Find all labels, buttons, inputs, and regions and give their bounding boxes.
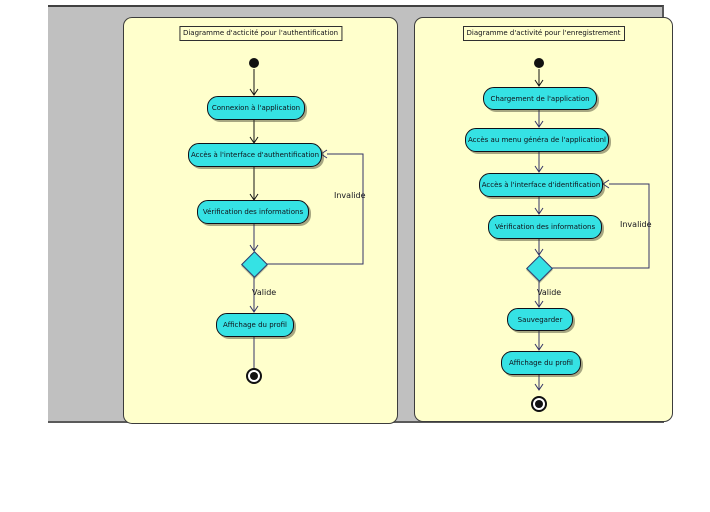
activity-box-verification[interactable]: Vérification des informations bbox=[488, 215, 602, 239]
arrowhead-down-icon bbox=[249, 305, 259, 313]
activity-box-affichage-profil[interactable]: Affichage du profil bbox=[501, 351, 581, 375]
arrowhead-down-icon bbox=[534, 165, 544, 173]
arrowhead-down-icon bbox=[534, 207, 544, 215]
diagram-canvas: Diagramme d'acticité pour l'authentifica… bbox=[48, 5, 673, 424]
end-node[interactable] bbox=[531, 396, 547, 412]
start-node[interactable] bbox=[249, 58, 259, 68]
edge-label-invalide: Invalide bbox=[620, 220, 652, 229]
end-node-dot bbox=[250, 372, 258, 380]
activity-box-affichage-profil[interactable]: Affichage du profil bbox=[216, 313, 294, 337]
end-node-dot bbox=[535, 400, 543, 408]
arrowhead-down-icon bbox=[534, 79, 544, 87]
decision-diamond[interactable] bbox=[526, 255, 553, 282]
decision-diamond[interactable] bbox=[241, 251, 268, 278]
activity-box-connexion[interactable]: Connexion à l'application bbox=[207, 96, 305, 120]
end-node[interactable] bbox=[246, 368, 262, 384]
edge-label-invalide: Invalide bbox=[334, 191, 366, 200]
activity-box-chargement[interactable]: Chargement de l'application bbox=[483, 87, 597, 110]
arrowhead-down-icon bbox=[534, 383, 544, 391]
edge-label-valide: Valide bbox=[252, 288, 277, 297]
arrowhead-down-icon bbox=[534, 300, 544, 308]
arrowhead-down-icon bbox=[534, 120, 544, 128]
activity-box-sauvegarder[interactable]: Sauvegarder bbox=[507, 308, 573, 331]
activity-frame-enregistrement[interactable]: Diagramme d'activité pour l'enregistreme… bbox=[414, 17, 673, 422]
activity-box-verification[interactable]: Vérification des informations bbox=[197, 200, 309, 224]
arrowhead-down-icon bbox=[534, 343, 544, 351]
activity-frame-authentification[interactable]: Diagramme d'acticité pour l'authentifica… bbox=[123, 17, 398, 424]
activity-box-menu-general[interactable]: Accès au menu généra de l'applicationl bbox=[465, 128, 609, 152]
start-node[interactable] bbox=[534, 58, 544, 68]
diagram-title[interactable]: Diagramme d'acticité pour l'authentifica… bbox=[178, 26, 343, 41]
arrowhead-down-icon bbox=[249, 88, 259, 96]
activity-box-interface-auth[interactable]: Accès à l'interface d'authentification bbox=[188, 143, 322, 167]
arrowhead-left-icon bbox=[602, 179, 610, 189]
activity-box-interface-identification[interactable]: Accès à l'interface d'identification bbox=[479, 173, 603, 197]
diagram-title[interactable]: Diagramme d'activité pour l'enregistreme… bbox=[462, 26, 625, 41]
edge-label-valide: Valide bbox=[537, 288, 562, 297]
